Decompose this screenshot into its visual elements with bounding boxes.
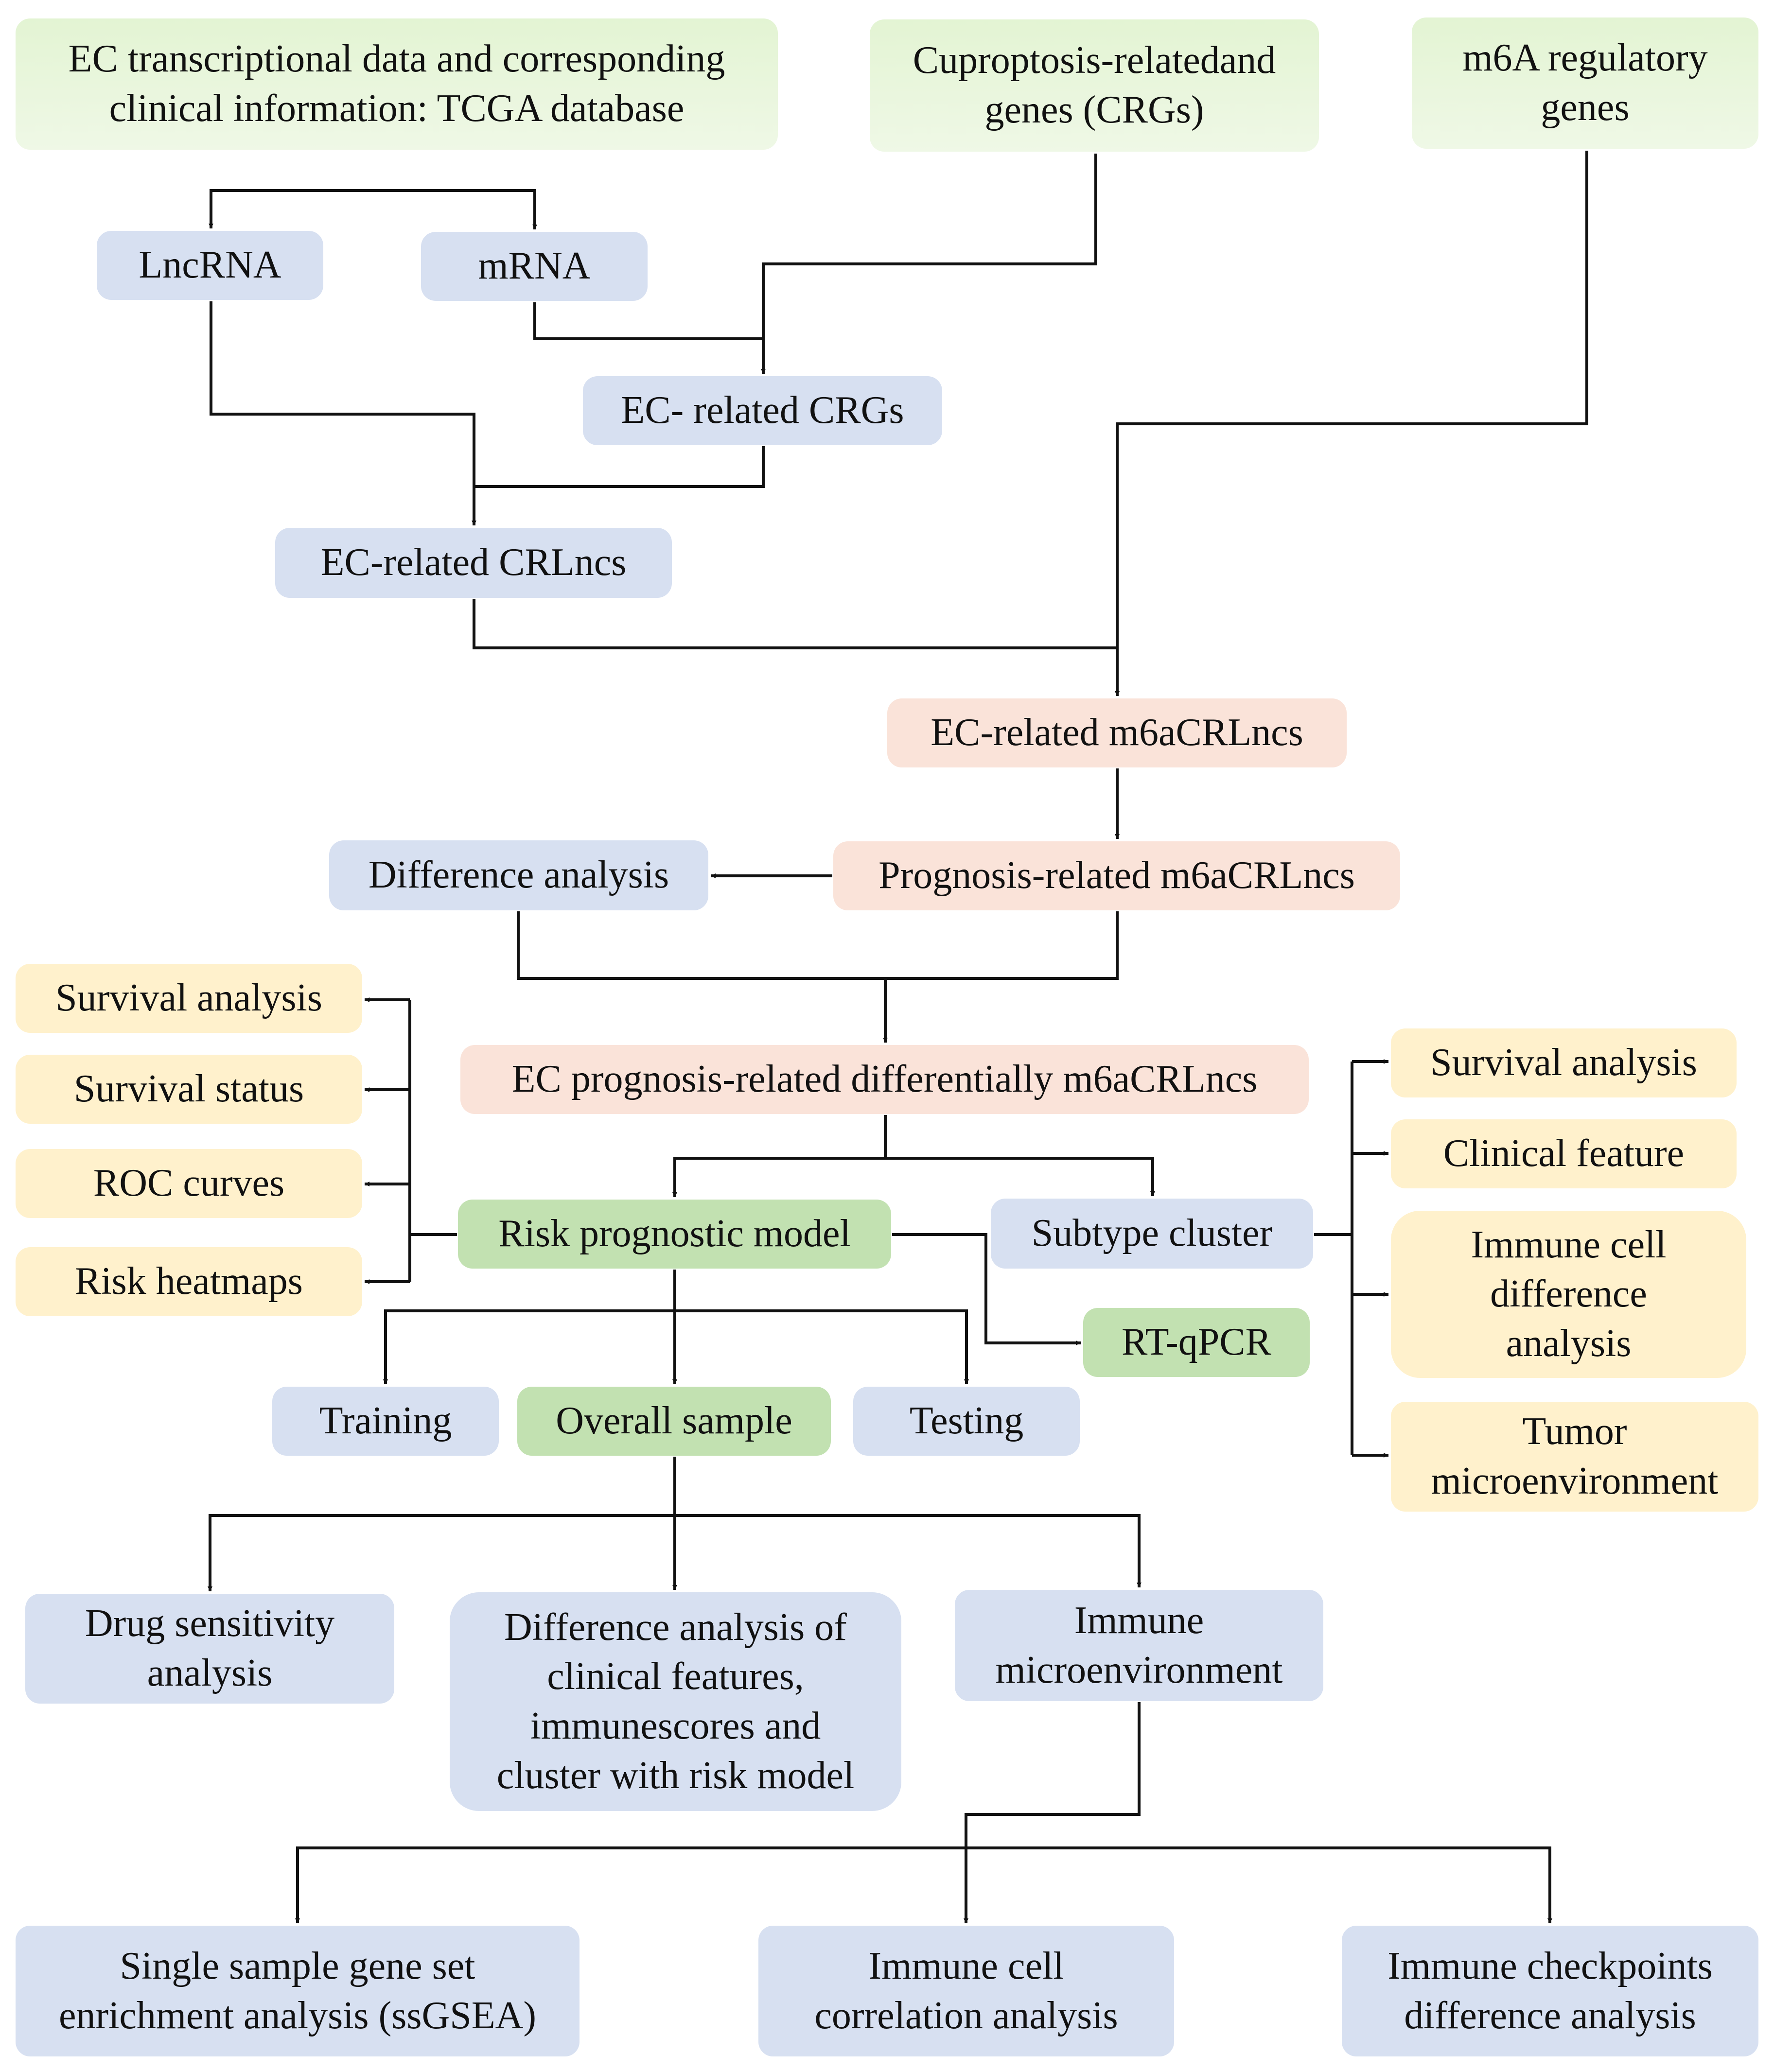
crgs-to-ec-crgs-connector — [761, 154, 1097, 374]
mrna-label: mRNA — [478, 244, 591, 288]
immune-bus-to-ssgsea-connector — [295, 1846, 966, 1923]
immune-cell-correlation-line-1: Immune cell — [868, 1944, 1064, 1987]
immune-checkpoints-line-1: Immune checkpoints — [1388, 1944, 1713, 1987]
mrna-node: mRNA — [421, 232, 648, 301]
testing-node: Testing — [853, 1387, 1080, 1456]
model-to-rtqpcr-connector — [892, 1233, 1081, 1345]
clinical-difference-line-2: clinical features, — [547, 1655, 804, 1698]
tumor-microenvironment-node: Tumor microenvironment — [1391, 1402, 1758, 1512]
ec-crlncs-to-ec-m6acrlncs-connector — [473, 599, 1117, 649]
ssgsea-line-2: enrichment analysis (ssGSEA) — [58, 1994, 537, 2037]
training-label: Training — [319, 1399, 452, 1443]
overall-sample-label: Overall sample — [556, 1399, 792, 1443]
prognosis-m6acrlncs-label: Prognosis-related m6aCRLncs — [878, 854, 1355, 897]
m6a-source-line-1: m6A regulatory — [1462, 36, 1708, 80]
subtype-survival-analysis-node: Survival analysis — [1391, 1028, 1737, 1097]
immune-cell-difference-line-3: analysis — [1506, 1322, 1632, 1365]
clinical-difference-line-1: Difference analysis of — [504, 1605, 847, 1649]
roc-curves-node: ROC curves — [16, 1149, 362, 1218]
immune-bus-to-checkpoints-connector — [966, 1846, 1552, 1923]
immune-cell-difference-line-1: Immune cell — [1471, 1223, 1667, 1266]
ec-prognosis-diff-node: EC prognosis-related differentially m6aC… — [460, 1045, 1309, 1114]
prognosis-to-merge-connector — [885, 911, 1119, 980]
subtype-survival-analysis-label: Survival analysis — [1430, 1041, 1697, 1084]
model-split-testing-connector — [675, 1309, 969, 1384]
clinical-feature-node: Clinical feature — [1391, 1119, 1737, 1188]
immune-microenvironment-node: Immune microenvironment — [955, 1590, 1323, 1701]
m6a-source-line-2: genes — [1541, 86, 1630, 129]
clinical-feature-label: Clinical feature — [1443, 1132, 1685, 1175]
difference-analysis-label: Difference analysis — [368, 853, 669, 897]
ec-m6acrlncs-node: EC-related m6aCRLncs — [887, 698, 1347, 767]
immune-checkpoints-line-2: difference analysis — [1404, 1994, 1696, 2037]
drug-sensitivity-line-2: analysis — [147, 1652, 273, 1694]
roc-curves-label: ROC curves — [93, 1162, 285, 1205]
risk-survival-status-node: Survival status — [16, 1055, 362, 1124]
tcga-to-lncrna-connector — [209, 189, 396, 228]
rt-qpcr-node: RT-qPCR — [1083, 1308, 1310, 1377]
risk-heatmaps-label: Risk heatmaps — [75, 1260, 303, 1303]
clinical-difference-line-4: cluster with risk model — [496, 1754, 855, 1797]
crgs-source-line-2: genes (CRGs) — [984, 88, 1204, 131]
immune-cell-correlation-node: Immune cell correlation analysis — [758, 1926, 1174, 2056]
diff-split-right-connector — [885, 1157, 1155, 1196]
risk-prognostic-model-node: Risk prognostic model — [458, 1200, 891, 1269]
risk-heatmaps-node: Risk heatmaps — [16, 1247, 362, 1316]
risk-survival-analysis-label: Survival analysis — [55, 976, 322, 1020]
ec-prognosis-diff-label: EC prognosis-related differentially m6aC… — [511, 1058, 1258, 1101]
ec-crgs-label: EC- related CRGs — [621, 389, 904, 432]
ec-crlncs-node: EC-related CRLncs — [275, 528, 672, 598]
ssgsea-node: Single sample gene set enrichment analys… — [16, 1926, 580, 2056]
crgs-source-node: Cuproptosis-relatedand genes (CRGs) — [870, 19, 1319, 152]
drug-sensitivity-node: Drug sensitivity analysis — [25, 1594, 394, 1704]
immune-cell-difference-node: Immune cell difference analysis — [1391, 1211, 1746, 1378]
tcga-source-line-2: clinical information: TCGA database — [109, 87, 685, 130]
overall-sample-node: Overall sample — [517, 1387, 831, 1456]
immune-microenvironment-line-2: microenvironment — [995, 1648, 1283, 1691]
tcga-to-mrna-connector — [396, 189, 537, 229]
immune-checkpoints-node: Immune checkpoints difference analysis — [1342, 1926, 1758, 2056]
tcga-source-line-1: EC transcriptional data and correspondin… — [68, 37, 725, 81]
tumor-microenvironment-line-2: microenvironment — [1431, 1460, 1719, 1502]
risk-survival-analysis-node: Survival analysis — [16, 964, 362, 1033]
tcga-source-node: EC transcriptional data and correspondin… — [16, 18, 778, 150]
drug-sensitivity-line-1: Drug sensitivity — [85, 1602, 335, 1645]
risk-survival-status-label: Survival status — [73, 1067, 304, 1111]
ssgsea-line-1: Single sample gene set — [120, 1944, 475, 1987]
immune-microenvironment-line-1: Immune — [1074, 1599, 1204, 1642]
tumor-microenvironment-line-1: Tumor — [1522, 1410, 1627, 1453]
clinical-difference-node: Difference analysis of clinical features… — [450, 1592, 901, 1811]
m6a-to-ec-m6acrlncs-connector — [1115, 151, 1588, 696]
ec-m6acrlncs-label: EC-related m6aCRLncs — [931, 711, 1303, 754]
clinical-difference-line-3: immunescores and — [530, 1705, 821, 1747]
ec-crlncs-label: EC-related CRLncs — [320, 541, 627, 584]
subtype-cluster-label: Subtype cluster — [1031, 1212, 1273, 1255]
immune-cell-correlation-line-2: correlation analysis — [814, 1994, 1118, 2037]
rt-qpcr-label: RT-qPCR — [1122, 1321, 1271, 1364]
model-split-training-connector — [383, 1309, 675, 1384]
difference-to-merge-connector — [517, 911, 885, 980]
risk-prognostic-model-label: Risk prognostic model — [498, 1212, 851, 1255]
overall-bus-to-drug-connector — [208, 1514, 675, 1591]
subtype-cluster-node: Subtype cluster — [991, 1199, 1313, 1269]
difference-analysis-node: Difference analysis — [329, 840, 708, 910]
overall-bus-to-immune-micro-connector — [675, 1514, 1142, 1587]
lncrna-node: LncRNA — [97, 231, 323, 300]
ec-crgs-node: EC- related CRGs — [583, 376, 942, 445]
immune-micro-to-bus-connector — [965, 1702, 1141, 1848]
m6a-source-node: m6A regulatory genes — [1412, 17, 1758, 149]
ec-crgs-to-ec-crlncs-connector — [474, 446, 765, 488]
lncrna-to-ec-crlncs-connector — [210, 301, 476, 525]
diff-split-left-connector — [672, 1115, 887, 1197]
lncrna-label: LncRNA — [139, 244, 281, 287]
testing-label: Testing — [909, 1399, 1024, 1443]
immune-cell-difference-line-2: difference — [1490, 1272, 1647, 1316]
training-node: Training — [272, 1387, 499, 1456]
crgs-source-line-1: Cuproptosis-relatedand — [913, 39, 1276, 82]
prognosis-m6acrlncs-node: Prognosis-related m6aCRLncs — [833, 841, 1400, 910]
mrna-to-ec-crgs-connector — [533, 302, 763, 340]
